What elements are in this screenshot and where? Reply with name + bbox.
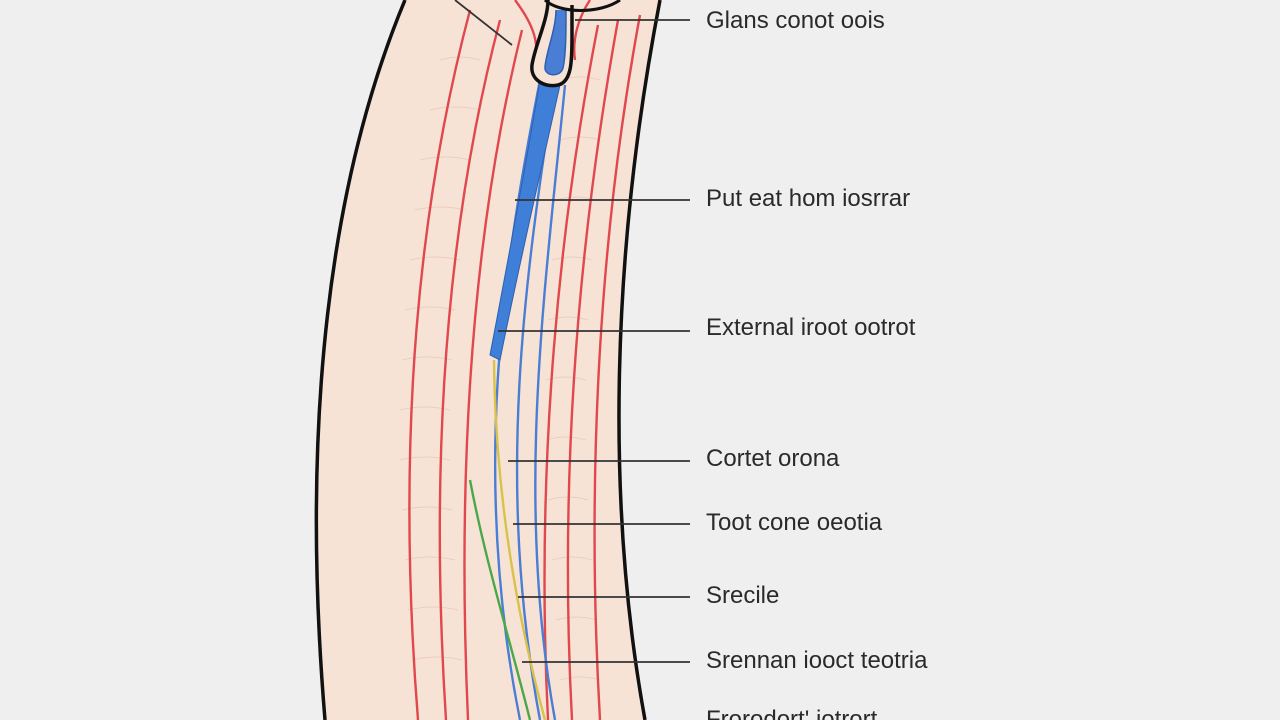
leader-lines [498, 19, 690, 663]
top-fold-2 [573, 0, 591, 61]
red-layer-6 [593, 14, 642, 720]
label-glans: Glans conot oois [706, 7, 885, 34]
meatus-inner [544, 9, 567, 76]
label-frorodort: Frorodort' iotrort [706, 706, 878, 720]
top-left-pointer [454, 0, 513, 46]
red-tissue-layers [408, 9, 642, 720]
label-toot-cone: Toot cone oeotia [706, 509, 883, 536]
outer-outline-left [314, 0, 407, 720]
shaft-body [316, 0, 660, 720]
meatus-rim [543, 0, 621, 12]
red-layer-5 [566, 19, 620, 720]
green-layer [468, 479, 532, 720]
red-layer-2 [438, 19, 502, 720]
label-cortet-orona: Cortet orona [706, 445, 840, 472]
red-layer-1 [408, 9, 472, 720]
label-put-eat: Put eat hom iosrrar [706, 185, 911, 212]
label-srecile: Srecile [706, 582, 780, 609]
outer-outline-right [617, 0, 662, 720]
central-canal [489, 79, 561, 361]
blue-layer-3 [534, 84, 567, 720]
yellow-layer [492, 359, 547, 720]
label-srennan: Srennan iooct teotria [706, 647, 928, 674]
red-layer-4 [543, 24, 600, 720]
red-layer-3 [463, 29, 524, 720]
label-external-root: External iroot ootrot [706, 314, 916, 341]
